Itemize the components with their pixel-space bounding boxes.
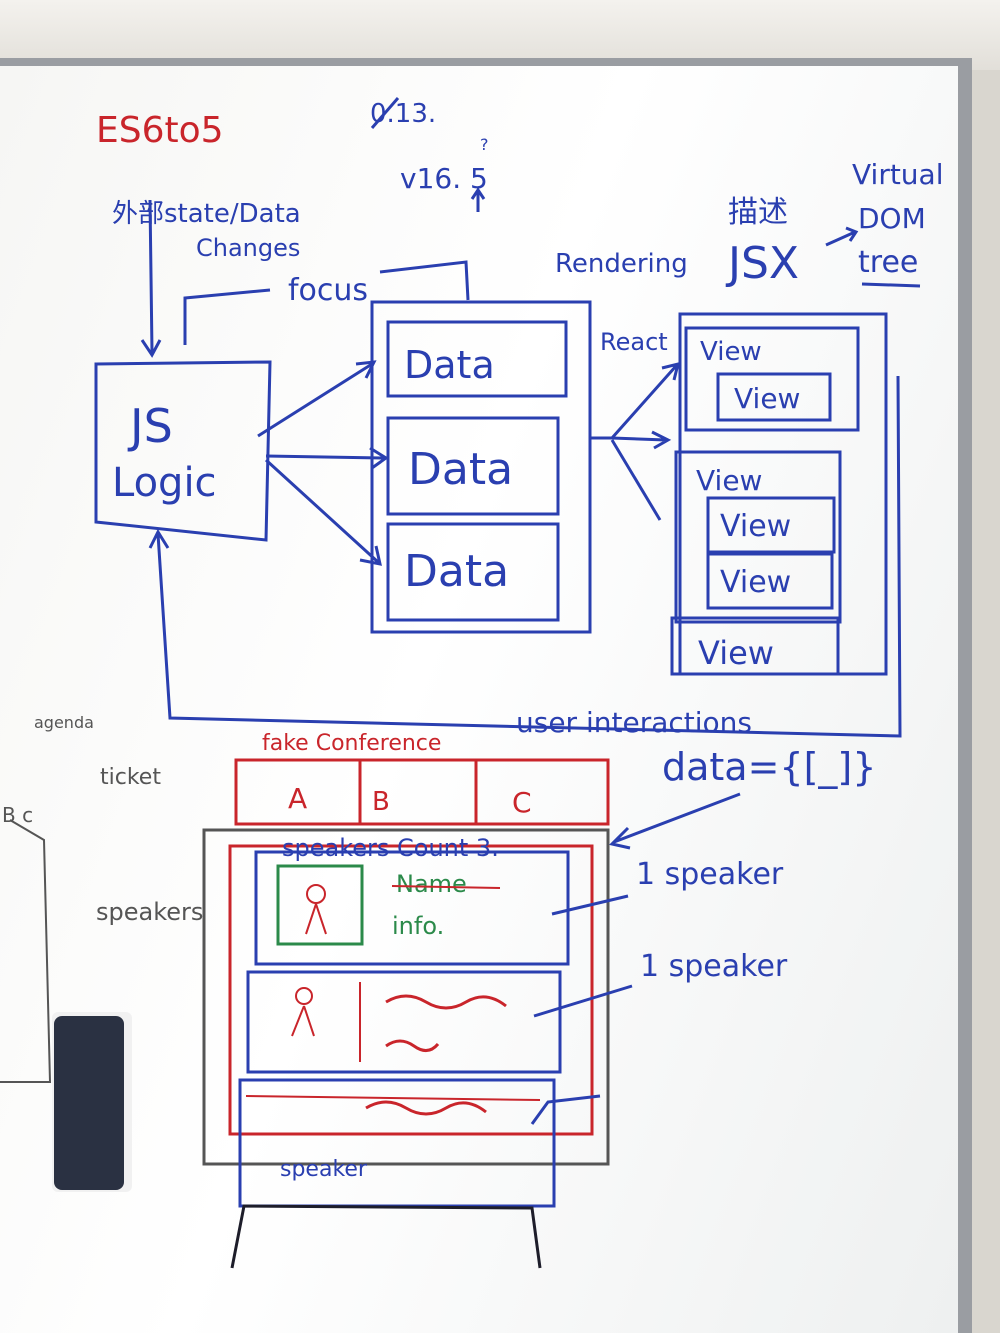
next-box-outline: [230, 1204, 542, 1269]
data-label-2: Data: [408, 444, 513, 495]
card-3-red-top: [245, 1095, 541, 1101]
squiggle-3: [365, 1100, 487, 1116]
logic-label: Logic: [112, 460, 217, 506]
data-label-1: Data: [404, 343, 495, 387]
view-box-4: [706, 496, 836, 554]
avatar-head: [306, 884, 326, 904]
data-label-3: Data: [404, 546, 509, 597]
arrow-to-view-2: [611, 430, 672, 450]
tree-underline: [861, 282, 921, 288]
one-speaker-line-1: [551, 894, 629, 916]
one-speaker-label-1: 1 speaker: [636, 857, 784, 892]
ticket-label: ticket: [100, 765, 161, 790]
view-box-2: [716, 372, 832, 422]
conference-title: fake Conference: [262, 731, 441, 756]
es6to5-note: ES6to5: [96, 110, 224, 151]
speakers-side-label: speakers: [96, 898, 203, 926]
focus-label: focus: [288, 273, 368, 308]
rendering-label: Rendering: [555, 249, 688, 279]
speakers-panel: [228, 844, 594, 1136]
user-interactions-label: user interactions: [516, 706, 752, 739]
jsx-arrow: [825, 226, 859, 247]
view-box-3: [674, 450, 842, 624]
virtual-label: Virtual: [852, 158, 944, 191]
data-arrow: [609, 792, 741, 850]
incoming-arrow: [140, 199, 162, 358]
tab-a: A: [288, 782, 307, 815]
tab-c: C: [512, 786, 532, 819]
agenda-connector: [0, 819, 52, 1083]
data-box-2: [386, 416, 560, 516]
view-box-5: [706, 552, 834, 610]
arrow-to-view-1: [590, 361, 681, 440]
left-letters: B c: [2, 803, 33, 827]
view-label-5: View: [720, 565, 791, 600]
arrow-to-data-1: [257, 360, 377, 438]
one-speaker-label-2: 1 speaker: [640, 949, 788, 984]
view-box-6: [670, 616, 840, 676]
data-expression: data={[_]}: [662, 745, 876, 789]
speaker-connector: [530, 1094, 601, 1125]
view-label-2: View: [734, 382, 800, 415]
up-arrow: [470, 187, 486, 212]
avatar-body-2: [291, 1005, 315, 1037]
js-label: JS: [127, 399, 173, 453]
changes-label: Changes: [196, 234, 300, 262]
speakers-outer-grey: [202, 828, 610, 1166]
one-speaker-line-2: [533, 984, 633, 1018]
view-box-1: [684, 326, 860, 432]
data-box-3: [386, 522, 560, 622]
avatar-body: [305, 903, 327, 935]
view-label-3: View: [696, 464, 762, 497]
speakers-count: speakers Count 3.: [282, 834, 499, 862]
struck-version: 0.13.: [370, 99, 436, 129]
version-label: v16. 5: [400, 162, 488, 195]
speaker-label: speaker: [280, 1157, 368, 1182]
view-label-1: View: [700, 337, 762, 367]
focus-bracket: [183, 260, 470, 345]
squiggle-2: [385, 1039, 440, 1052]
name-strike: [391, 885, 501, 889]
data-box-1: [386, 320, 568, 398]
arrow-to-view-3: [610, 439, 662, 521]
speaker-name: Name: [396, 870, 467, 898]
view-label-4: View: [720, 509, 791, 544]
data-container: [370, 300, 592, 634]
speaker-card-1: [254, 850, 570, 966]
external-change-label: 外部state/Data: [112, 199, 301, 229]
version-question: ?: [480, 135, 489, 154]
speaker-avatar-1: [276, 864, 364, 946]
avatar-head-2: [295, 987, 313, 1005]
arrow-to-data-2: [265, 446, 389, 470]
agenda-label: agenda: [34, 713, 94, 732]
whiteboard-surface: [0, 66, 958, 1333]
speaker-info: info.: [392, 912, 444, 940]
tab-b: B: [372, 787, 390, 817]
tree-label: tree: [858, 245, 918, 280]
speaker-card-2: [246, 970, 562, 1074]
feedback-loop: [148, 375, 902, 738]
view-label-6: View: [698, 634, 774, 672]
dom-label: DOM: [858, 202, 926, 235]
js-logic-box: [94, 360, 272, 542]
describe-label: 描述: [728, 195, 788, 230]
strike-line: [370, 97, 400, 129]
react-label: React: [600, 328, 668, 356]
arrow-to-data-3: [264, 458, 382, 566]
eraser: [54, 1016, 124, 1190]
tabs-bar: [234, 758, 610, 826]
jsx-label: JSX: [725, 238, 799, 289]
squiggle-1: [385, 994, 507, 1010]
